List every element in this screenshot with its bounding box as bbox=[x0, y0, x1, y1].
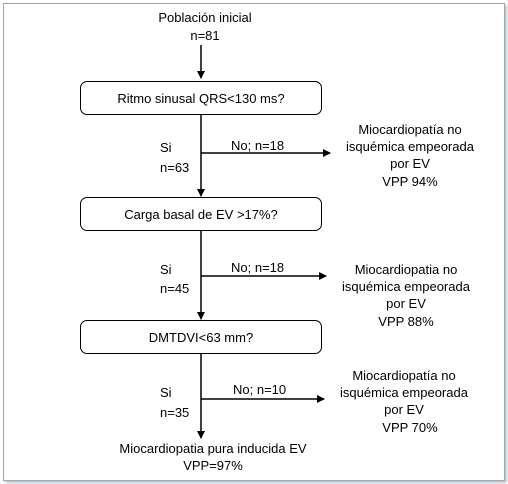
start-title: Población inicial bbox=[158, 10, 252, 25]
outcome-1-line2: isquémica empeorada bbox=[346, 139, 474, 154]
no-label-1: No; n=18 bbox=[231, 138, 285, 153]
outcome-1-line3: por EV bbox=[390, 156, 430, 171]
decision-box-dmtdvi: DMTDVI<63 mm? bbox=[80, 320, 322, 354]
outcome-3-line4: VPP 70% bbox=[382, 420, 438, 435]
decision-box-ev-load: Carga basal de EV >17%? bbox=[80, 197, 322, 231]
no-label-3: No; n=10 bbox=[233, 382, 287, 397]
outcome-3-line3: por EV bbox=[384, 402, 424, 417]
yes-count-2: n=45 bbox=[160, 281, 190, 296]
outcome-2-line3: por EV bbox=[386, 296, 426, 311]
final-ppv: VPP=97% bbox=[183, 458, 243, 473]
start-count: n=81 bbox=[190, 28, 220, 43]
final-title: Miocardiopatia pura inducida EV bbox=[119, 441, 307, 456]
yes-count-3: n=35 bbox=[160, 405, 190, 420]
decision-box-rhythm: Ritmo sinusal QRS<130 ms? bbox=[80, 81, 322, 115]
yes-label-2: Si bbox=[160, 262, 172, 277]
yes-count-1: n=63 bbox=[160, 160, 190, 175]
outcome-2-line1: Miocardiopatia no bbox=[354, 262, 458, 277]
outcome-1-line1: Miocardiopatía no bbox=[358, 122, 462, 137]
yes-label-1: Si bbox=[160, 140, 172, 155]
outcome-2-line2: isquémica empeorada bbox=[342, 279, 470, 294]
outcome-3-line1: Miocardiopatía no bbox=[352, 368, 456, 383]
no-label-2: No; n=18 bbox=[231, 260, 285, 275]
yes-label-3: Si bbox=[160, 385, 172, 400]
outcome-1-line4: VPP 94% bbox=[382, 174, 438, 189]
outcome-2-line4: VPP 88% bbox=[378, 314, 434, 329]
outcome-3-line2: isquémica empeorada bbox=[340, 385, 468, 400]
